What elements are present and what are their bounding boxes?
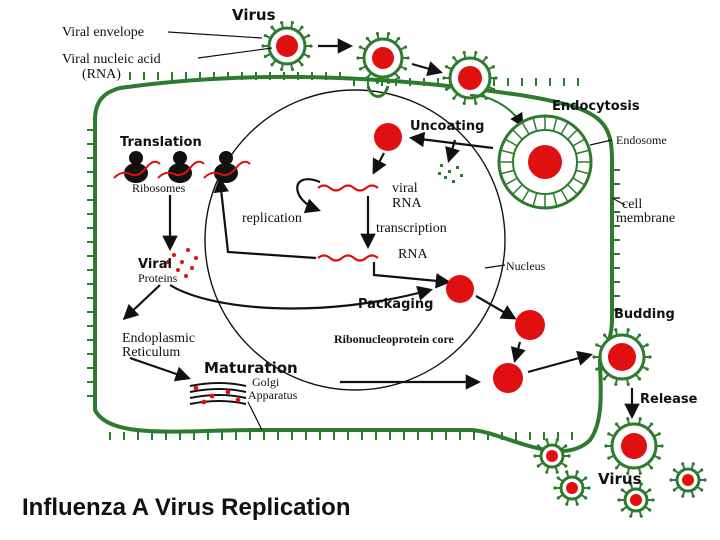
mrna-strand <box>317 254 379 262</box>
label-viral-envelope: Viral envelope <box>62 25 144 40</box>
cell-membrane-spikes <box>87 72 620 440</box>
label-golgi-2: Apparatus <box>248 388 298 402</box>
diagram-title: Influenza A Virus Replication <box>22 494 351 521</box>
endosome-pointer <box>589 139 613 146</box>
released-virions <box>533 417 707 518</box>
packaged-core-3 <box>493 363 523 393</box>
label-endocytosis: Endocytosis <box>552 99 640 114</box>
arrow-er-to-golgi <box>129 356 191 382</box>
virion-incoming-2 <box>356 32 410 84</box>
nucleus-membrane <box>204 89 506 391</box>
membrane-pit <box>366 85 390 98</box>
endosome <box>497 114 593 210</box>
label-nucleus: Nucleus <box>506 259 546 273</box>
label-viral-proteins-1: Viral <box>138 257 172 272</box>
pointer-nucleic-acid <box>197 47 273 59</box>
arrow-mrna-export <box>213 176 317 260</box>
arrow-virus-2-3 <box>411 61 443 77</box>
arrow-proteins-to-packaging <box>169 284 433 310</box>
label-virus-bottom: Virus <box>598 470 642 488</box>
arrow-core-to-core <box>475 295 517 320</box>
label-rnp-core: Ribonucleoprotein core <box>334 332 455 346</box>
arrow-replication <box>296 178 321 214</box>
budding-virion <box>592 328 652 386</box>
arrow-rna-to-packaging <box>372 262 452 289</box>
arrow-virus-attach <box>469 94 524 128</box>
uncoating-debris <box>438 164 463 183</box>
label-rna-2: RNA <box>398 247 428 262</box>
label-viral-proteins-2: Proteins <box>138 271 178 285</box>
label-packaging: Packaging <box>358 297 433 312</box>
label-release: Release <box>640 392 698 407</box>
label-rna: RNA <box>392 196 422 211</box>
packaged-core-1 <box>446 275 474 303</box>
pointer-cell-membrane <box>611 197 626 206</box>
nucleus-pointer <box>484 264 506 269</box>
golgi-apparatus <box>189 382 247 405</box>
label-uncoating: Uncoating <box>410 119 484 134</box>
ribosomes <box>113 151 251 183</box>
arrow-debris <box>445 139 460 163</box>
label-ribosomes: Ribosomes <box>132 181 186 195</box>
label-er-2: Reticulum <box>122 345 180 360</box>
label-virus-top: Virus <box>232 6 276 24</box>
viral-protein-dots <box>166 248 198 278</box>
label-viral: viral <box>392 181 418 196</box>
virion-incoming-3 <box>442 51 498 105</box>
arrow-uncoating <box>408 131 494 150</box>
label-transcription: transcription <box>376 221 447 236</box>
viral-rna-strand <box>317 184 379 192</box>
label-maturation: Maturation <box>204 359 298 377</box>
label-viral-nucleic-acid: Viral nucleic acid <box>62 52 161 67</box>
golgi-pointer <box>247 401 263 431</box>
label-rna-paren: (RNA) <box>82 67 121 82</box>
arrow-core-down <box>510 341 526 363</box>
arrow-proteins-to-er <box>122 284 161 321</box>
label-translation: Translation <box>120 135 202 150</box>
label-golgi-1: Golgi <box>252 375 280 389</box>
packaged-core-2 <box>515 310 545 340</box>
label-endosome: Endosome <box>616 133 667 147</box>
label-membrane: membrane <box>616 211 675 226</box>
label-replication: replication <box>242 211 302 226</box>
label-budding: Budding <box>614 307 675 322</box>
arrow-core-in <box>372 152 387 175</box>
arrow-core-to-bud <box>527 350 593 374</box>
pointer-envelope <box>167 31 263 39</box>
label-cell: cell <box>622 197 642 212</box>
label-er-1: Endoplasmic <box>122 331 195 346</box>
virion-incoming-1 <box>261 21 313 71</box>
uncoated-core <box>374 123 402 151</box>
